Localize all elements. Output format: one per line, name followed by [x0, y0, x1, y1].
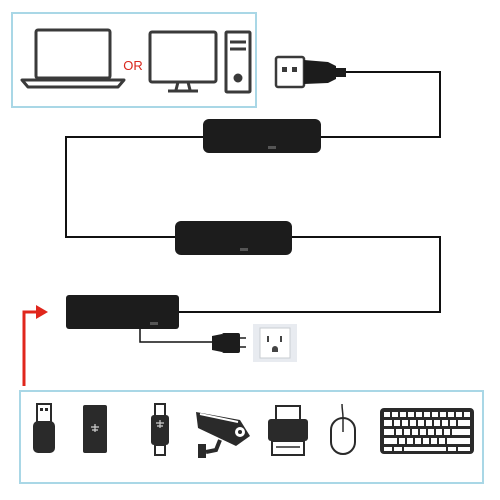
extension-box-1	[203, 119, 321, 153]
or-label: OR	[123, 58, 143, 73]
usb-flash-drive-icon	[33, 403, 55, 453]
usb-card-reader-icon	[151, 403, 169, 456]
direction-arrow	[22, 305, 48, 386]
mouse-icon	[330, 403, 356, 455]
wall-outlet-icon	[253, 324, 297, 362]
laptop-icon	[20, 28, 126, 89]
usb-a-plug-icon	[274, 55, 346, 89]
pc-tower-icon	[224, 30, 252, 94]
extension-box-2	[175, 221, 292, 255]
extension-box-2-port	[240, 248, 248, 251]
power-adapter-icon	[212, 333, 246, 353]
power-cable	[139, 329, 212, 343]
extension-cable	[65, 71, 441, 313]
extension-box-1-port	[268, 146, 276, 149]
keyboard-icon	[380, 408, 474, 454]
hub-box-port	[150, 322, 158, 325]
hub-box	[66, 295, 179, 329]
security-camera-icon	[196, 412, 250, 458]
printer-icon	[268, 405, 308, 456]
desktop-monitor-icon	[148, 30, 218, 93]
external-hard-drive-icon	[83, 405, 107, 453]
